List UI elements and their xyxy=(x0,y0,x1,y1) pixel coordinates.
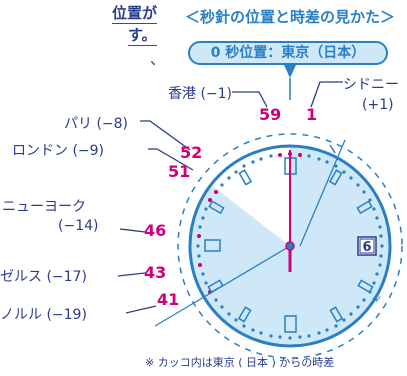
city-label-london: ロンドン (−9) xyxy=(12,143,105,159)
second-41: 41 xyxy=(157,290,180,309)
city-label-losangeles: ゼルス (−17) xyxy=(0,269,87,285)
hour-marker-10 xyxy=(208,200,225,215)
city-offset-sydney: (+1) xyxy=(362,97,394,113)
hour-marker-7 xyxy=(237,306,252,323)
city-leader-lines xyxy=(117,81,346,327)
city-label-newyork: ニューヨーク xyxy=(2,199,86,215)
n-mark: N xyxy=(370,293,382,305)
honolulu-radial-line xyxy=(154,245,291,327)
date-number: 6 xyxy=(362,240,371,255)
hour-marker-9 xyxy=(204,239,221,252)
leader-newyork xyxy=(119,228,146,233)
city-label-paris: パリ (−8) xyxy=(64,116,129,132)
zero-radial-line xyxy=(299,139,346,247)
hour-marker-2 xyxy=(356,200,373,215)
city-offset-newyork: (−14) xyxy=(58,218,99,234)
city-label-hongkong: 香港 (−1) xyxy=(168,86,233,102)
date-window xyxy=(357,236,377,256)
second-46: 46 xyxy=(144,221,167,240)
city-label-honolulu: ノルル (−19) xyxy=(0,307,87,323)
hour-marker-6 xyxy=(284,315,297,333)
second-52: 52 xyxy=(180,143,203,162)
watch-case xyxy=(188,144,392,348)
footnote: ※ カッコ内は東京 ( 日本 ) からの時差 xyxy=(145,356,335,369)
hour-marker-1 xyxy=(328,169,343,186)
leader-paris xyxy=(140,120,191,151)
leader-losangeles xyxy=(117,272,146,277)
hour-marker-11 xyxy=(238,169,253,186)
leader-hongkong xyxy=(232,91,268,108)
hour-marker-5 xyxy=(329,306,344,323)
intro-text-line-2: す。 xyxy=(128,26,157,46)
city-label-sydney: シドニー xyxy=(343,77,399,93)
second-59: 59 xyxy=(259,105,282,124)
center-pin xyxy=(285,241,295,251)
second-43: 43 xyxy=(144,263,167,282)
intro-text-line-1: 位置が xyxy=(112,4,158,24)
leader-sydney xyxy=(310,81,343,108)
pill-pointer xyxy=(284,65,296,78)
crown-mark xyxy=(329,144,336,154)
hour-markers xyxy=(204,157,374,333)
leader-honolulu xyxy=(125,305,157,314)
diagram-heading: ＜秒針の位置と時差の見かた＞ xyxy=(185,8,396,26)
intro-text-line-3: 、 xyxy=(150,50,166,68)
leader-london xyxy=(148,148,194,171)
zero-second-label: 0 秒位置：東京（日本） xyxy=(188,41,388,65)
second-51: 51 xyxy=(168,162,191,181)
second-1: 1 xyxy=(306,105,318,124)
outer-guide-circle xyxy=(177,133,403,359)
hour-marker-4 xyxy=(357,279,374,294)
